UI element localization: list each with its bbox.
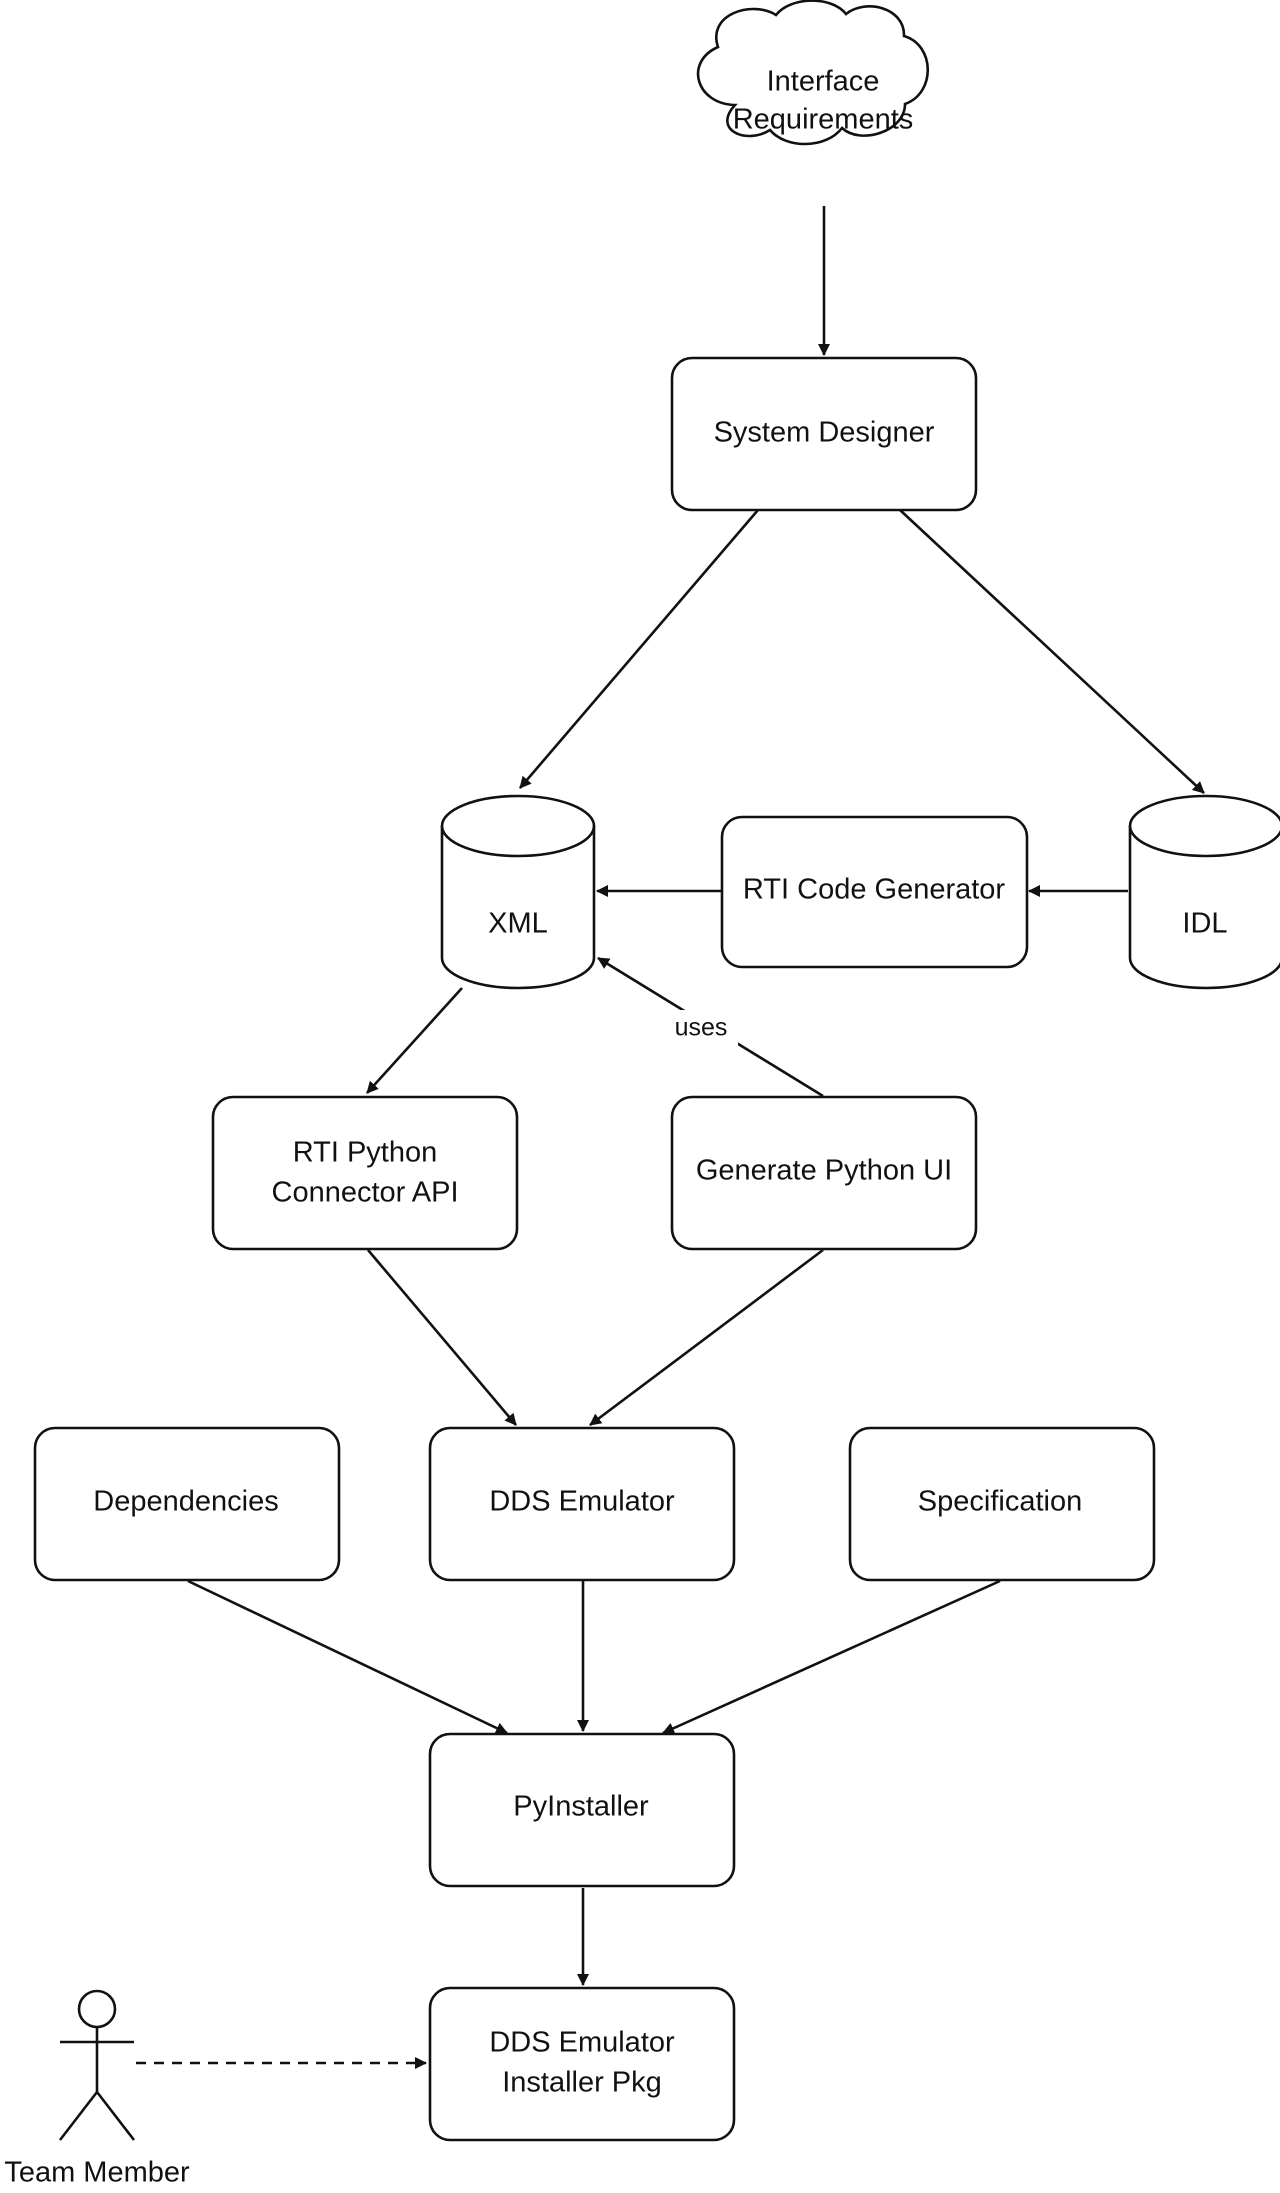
actor-icon [58,1989,136,2141]
edges: uses [136,206,1205,2069]
edge-dependencies-to-pyinstaller [187,1579,508,1735]
node-label: Connector API [272,1177,459,1209]
node-box [33,1426,341,1582]
node-label: Interface [767,66,880,98]
node-box [428,1986,736,2142]
node-box [428,1426,736,1582]
node-label: RTI Python [293,1137,438,1169]
edge-specification-to-pyinstaller [662,1579,1001,1735]
cylinder-rim [1128,825,1280,858]
edge-system-designer-to-idl [899,509,1205,794]
node-label: Dependencies [93,1486,278,1518]
node-label: DDS Emulator [489,1486,675,1518]
node-generate-python-ui: Generate Python UI [670,1095,978,1251]
node-xml: XML [440,794,596,990]
node-dds-emulator: DDS Emulator [428,1426,736,1582]
node-rti-python-connector-api: RTI Python Connector API [211,1095,519,1251]
cloud-shape [696,0,929,146]
node-box [848,1426,1156,1582]
node-specification: Specification [848,1426,1156,1582]
node-system-designer: System Designer [670,356,978,512]
cylinder-rim [440,825,596,858]
edge-system-designer-to-xml [519,509,759,789]
cylinder-shape [1128,794,1280,990]
node-label: RTI Code Generator [743,874,1006,906]
node-dependencies: Dependencies [33,1426,341,1582]
node-label: XML [488,908,548,940]
node-team-member: Team Member [4,1989,190,2189]
node-label: Installer Pkg [502,2067,662,2099]
node-label: PyInstaller [513,1791,649,1823]
edge-label-uses: uses [675,1014,728,1042]
edge-xml-to-rti-python-connector [366,987,463,1094]
edge-label-background [664,1010,738,1046]
node-box [428,1732,736,1888]
node-label: IDL [1182,908,1227,940]
node-box [720,815,1029,969]
node-idl: IDL [1128,794,1280,990]
node-label: System Designer [714,417,935,449]
node-label: Specification [918,1486,1082,1518]
edge-rti-python-connector-to-dds-emulator [367,1249,517,1426]
node-dds-emulator-installer-pkg: DDS Emulator Installer Pkg [428,1986,736,2142]
edge-generate-python-ui-to-dds-emulator [589,1248,824,1427]
node-label: Team Member [4,2157,190,2189]
node-box [211,1095,519,1251]
node-label: Requirements [733,104,914,136]
node-box [670,356,978,512]
node-interface-requirements: Interface Requirements [696,0,929,146]
node-box [670,1095,978,1251]
node-label: Generate Python UI [696,1155,952,1187]
node-label: DDS Emulator [489,2027,675,2059]
cylinder-shape [440,794,596,990]
node-rti-code-generator: RTI Code Generator [720,815,1029,969]
node-pyinstaller: PyInstaller [428,1732,736,1888]
